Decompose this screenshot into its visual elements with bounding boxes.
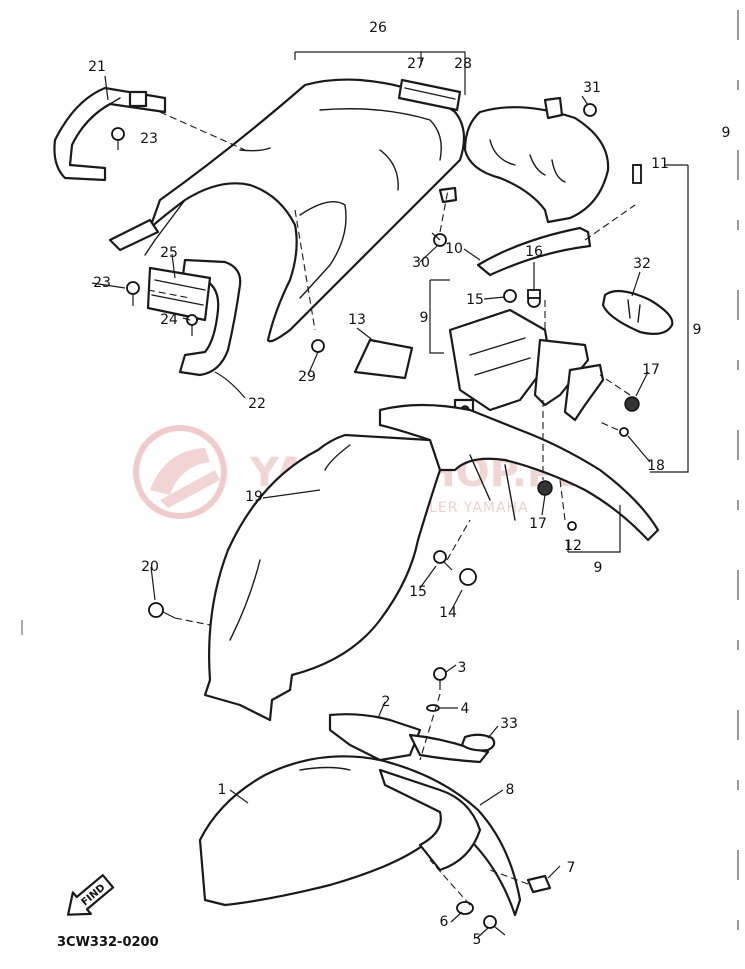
callout-24: 24 xyxy=(160,312,178,328)
callout-10: 10 xyxy=(445,241,463,257)
callout-32: 32 xyxy=(633,256,651,272)
diagram-code: 3CW332-0200 xyxy=(57,935,159,950)
seat-strap xyxy=(397,78,462,112)
nut-31 xyxy=(583,103,597,117)
grommet-12 xyxy=(567,521,577,531)
leader-26 xyxy=(294,51,466,95)
callout-9-b: 9 xyxy=(693,322,702,338)
nut-14 xyxy=(459,568,477,586)
callout-9-c: 9 xyxy=(722,125,731,141)
rear-plate xyxy=(353,338,414,380)
callout-7: 7 xyxy=(567,860,576,876)
hardware xyxy=(111,103,642,936)
callout-3: 3 xyxy=(458,660,467,676)
callout-9-a: 9 xyxy=(420,310,429,326)
callout-16: 16 xyxy=(525,244,543,260)
callout-26: 26 xyxy=(369,20,387,36)
callout-30: 30 xyxy=(412,255,430,271)
callout-12: 12 xyxy=(564,538,582,554)
callout-8: 8 xyxy=(506,782,515,798)
callout-15-b: 15 xyxy=(409,584,427,600)
callout-15-a: 15 xyxy=(466,292,484,308)
bolt-3 xyxy=(433,667,447,690)
callout-14: 14 xyxy=(439,605,457,621)
callout-17-b: 17 xyxy=(529,516,547,532)
bolt-24 xyxy=(186,314,198,336)
bolt-30 xyxy=(431,232,447,247)
watermark-logo xyxy=(133,425,227,519)
bolt-23-a xyxy=(111,127,125,150)
callout-22: 22 xyxy=(248,396,266,412)
callout-9-d: 9 xyxy=(594,560,603,576)
bolt-18 xyxy=(619,427,629,437)
callout-25: 25 xyxy=(160,245,178,261)
callout-labels: 1 2 3 4 5 6 7 8 9 9 9 9 10 11 12 13 14 1… xyxy=(88,20,730,948)
find-arrow: FIND xyxy=(66,874,115,916)
tool-bag xyxy=(601,289,674,335)
bolt-29 xyxy=(311,339,325,353)
rear-bracket xyxy=(448,308,605,422)
nut-17-b xyxy=(537,480,553,496)
alignment-lines xyxy=(147,111,636,906)
bolt-15-a xyxy=(503,289,517,303)
seat xyxy=(108,78,466,343)
gasket-33 xyxy=(460,733,496,752)
bolt-15-b xyxy=(433,550,453,571)
nut-17-a xyxy=(624,396,640,412)
callout-19: 19 xyxy=(245,489,263,505)
callout-21: 21 xyxy=(88,59,106,75)
washer-6 xyxy=(456,901,474,915)
callout-20: 20 xyxy=(141,559,159,575)
scan-edge-marks xyxy=(21,10,739,960)
taillight xyxy=(463,96,610,224)
group-brackets xyxy=(429,164,689,553)
callout-6: 6 xyxy=(440,914,449,930)
bolt-5 xyxy=(483,915,506,936)
callout-leaders xyxy=(91,75,651,939)
callout-23-a: 23 xyxy=(140,131,158,147)
callout-5: 5 xyxy=(473,932,482,948)
clip-7 xyxy=(526,874,552,894)
washer-4 xyxy=(426,704,440,712)
callout-18: 18 xyxy=(647,458,665,474)
bolt-20 xyxy=(148,602,176,619)
callout-4: 4 xyxy=(461,701,470,717)
bolt-23-b xyxy=(126,281,140,306)
callout-28: 28 xyxy=(454,56,472,72)
rear-fender xyxy=(203,403,660,722)
callout-31: 31 xyxy=(583,80,601,96)
callout-27: 27 xyxy=(407,56,425,72)
light-stay xyxy=(476,226,592,308)
callout-33: 33 xyxy=(500,716,518,732)
callout-11: 11 xyxy=(651,156,669,172)
grab-bar xyxy=(53,86,167,182)
callout-29: 29 xyxy=(298,369,316,385)
callout-2: 2 xyxy=(382,694,391,710)
callout-23-b: 23 xyxy=(93,275,111,291)
callout-13: 13 xyxy=(348,312,366,328)
callout-1: 1 xyxy=(218,782,227,798)
bolt-11 xyxy=(632,164,642,184)
callout-17-a: 17 xyxy=(642,362,660,378)
front-fender xyxy=(198,713,522,917)
side-cover xyxy=(146,258,242,377)
